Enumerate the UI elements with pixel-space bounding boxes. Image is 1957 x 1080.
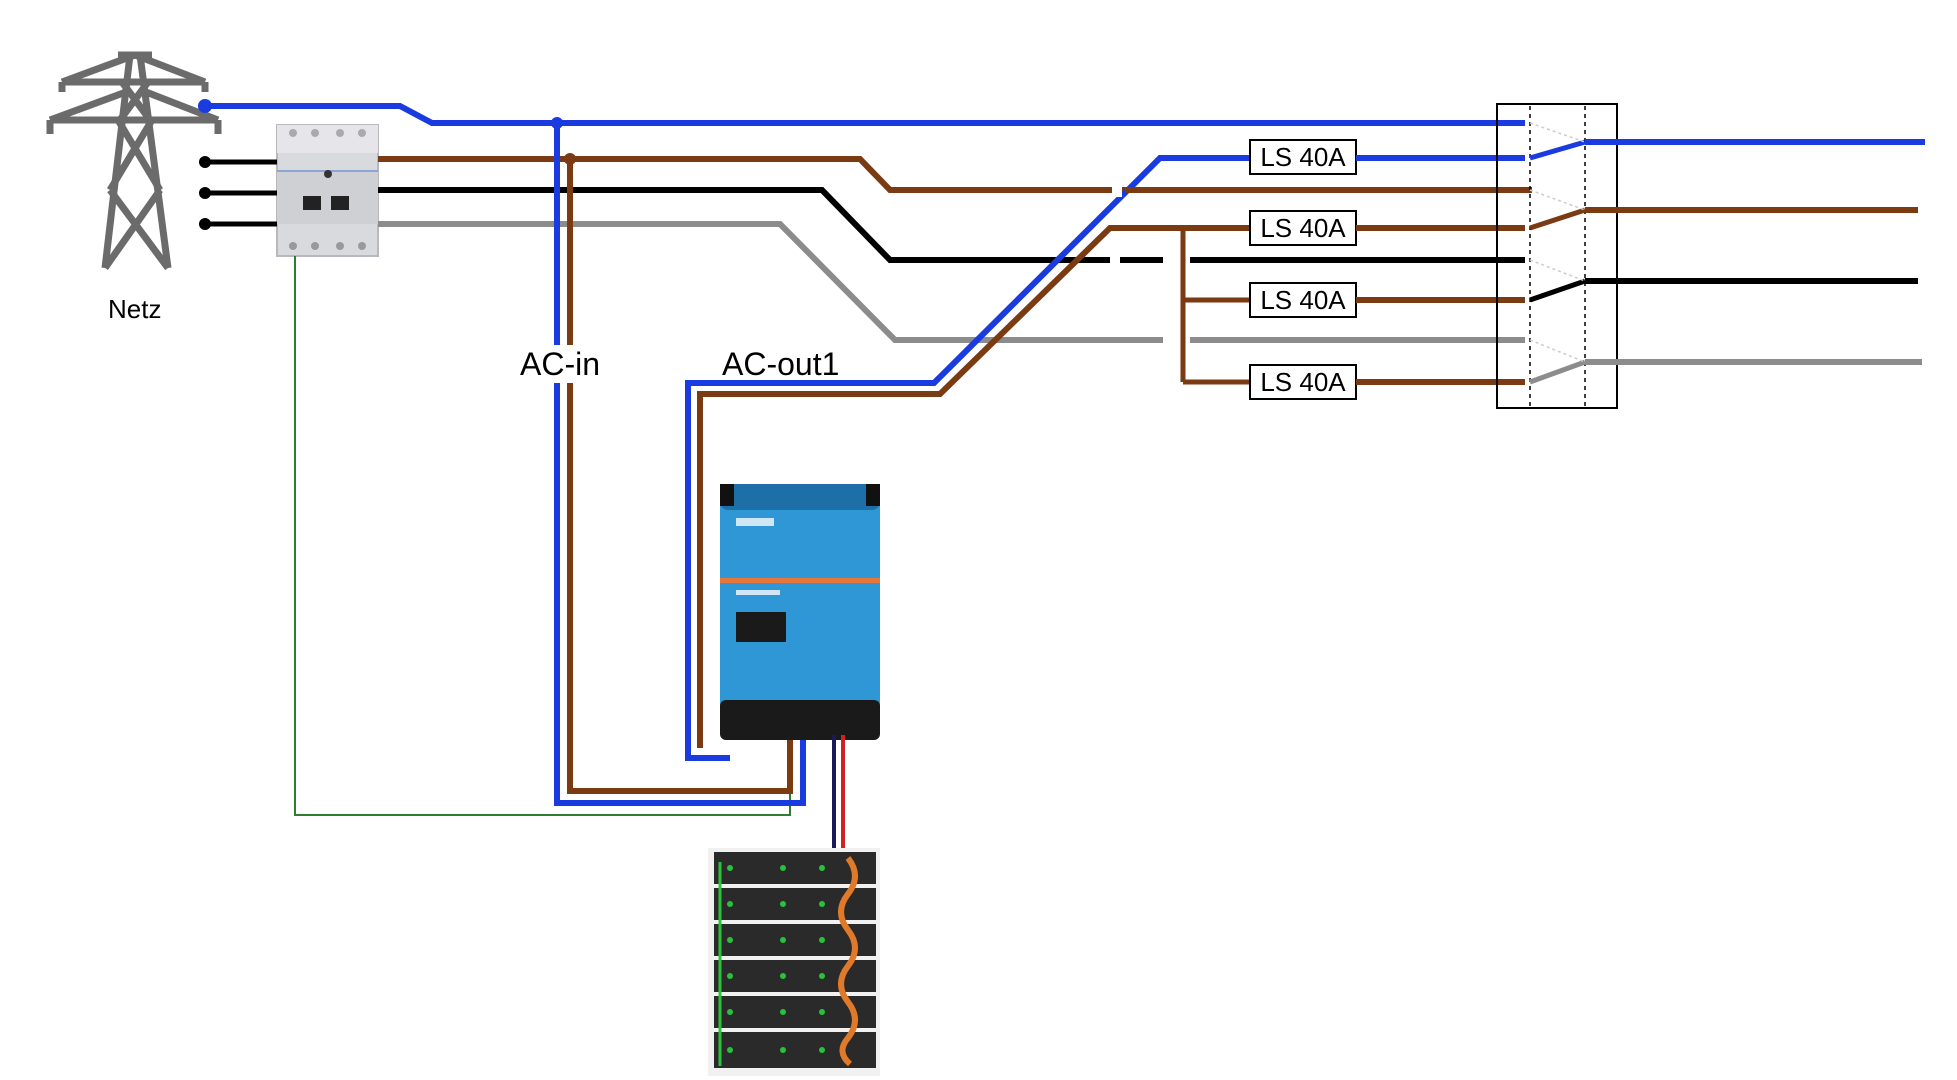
ac-in-brown-wire bbox=[567, 159, 793, 794]
neutral-source-dot bbox=[198, 99, 212, 113]
grid-terminal-dot bbox=[199, 156, 211, 168]
phase1-brown-wire bbox=[378, 156, 1532, 193]
ac-in-label: AC-in bbox=[520, 346, 600, 382]
phase3-grey-wire bbox=[378, 221, 1163, 343]
transfer-switch-icon bbox=[1496, 103, 1618, 409]
ac-out-blue-wire bbox=[685, 155, 1250, 761]
grid-terminal-dot bbox=[199, 218, 211, 230]
breaker-4: LS 40A bbox=[1249, 364, 1525, 400]
grid-phase-stubs bbox=[205, 159, 277, 227]
breaker-label: LS 40A bbox=[1260, 367, 1346, 397]
phase2-black-wire bbox=[378, 187, 1163, 263]
ac-in-tap-dot bbox=[551, 117, 563, 129]
output-wires bbox=[1585, 139, 1925, 365]
ac-in-tap-dot bbox=[564, 153, 576, 165]
earth-wire bbox=[294, 256, 791, 816]
grid-label: Netz bbox=[108, 294, 161, 324]
ac-in-label-bg bbox=[516, 345, 602, 383]
ac-in-blue-wire bbox=[554, 123, 806, 806]
ac-out-label: AC-out1 bbox=[722, 346, 839, 382]
neutral-blue-wire bbox=[205, 103, 1525, 126]
wire-crossing-gaps bbox=[1110, 183, 1188, 347]
breaker-1: LS 40A bbox=[1249, 139, 1525, 175]
breaker-label: LS 40A bbox=[1260, 285, 1346, 315]
inverter-charger-icon bbox=[720, 484, 880, 740]
breaker-3: LS 40A bbox=[1249, 282, 1525, 318]
breaker-label: LS 40A bbox=[1260, 213, 1346, 243]
battery-stack-icon bbox=[708, 848, 880, 1076]
transmission-tower-icon bbox=[46, 51, 222, 271]
breaker-label: LS 40A bbox=[1260, 142, 1346, 172]
energy-meter-icon bbox=[276, 124, 379, 257]
grid-terminal-dot bbox=[199, 187, 211, 199]
ac-out-brown-wire bbox=[697, 225, 1250, 748]
breaker-2: LS 40A bbox=[1249, 210, 1525, 246]
